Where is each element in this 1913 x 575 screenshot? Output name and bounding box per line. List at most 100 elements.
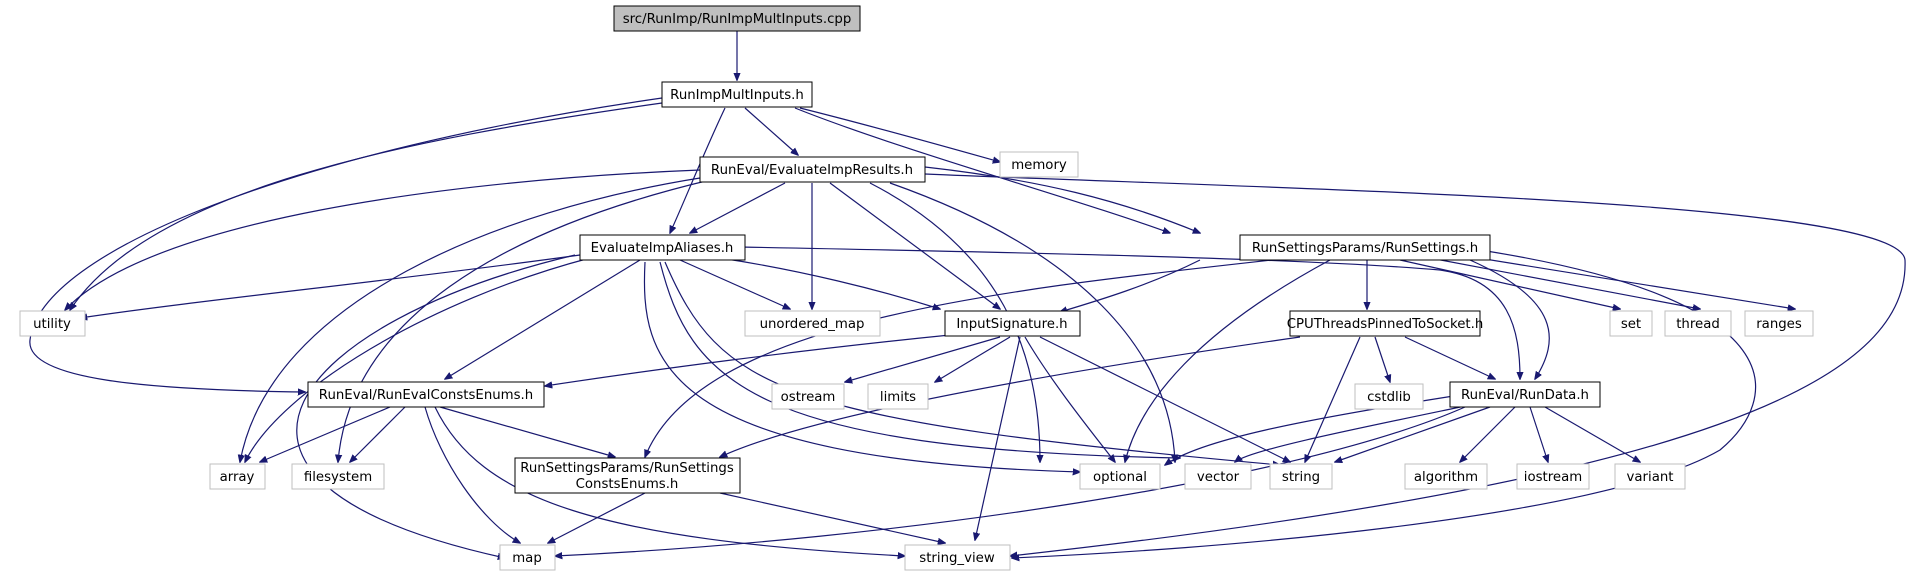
edge-rundata-to-algorithm — [1460, 406, 1516, 462]
edge-runevalconstsenums-to-filesystem — [350, 406, 406, 462]
edge-runevalconstsenums-to-array — [260, 406, 391, 462]
node-ranges[interactable]: ranges — [1744, 310, 1814, 337]
edge-runsettingsconstsenums-to-string_view — [719, 492, 945, 543]
node-root-file[interactable]: src/RunImp/RunImpMultInputs.cpp — [613, 5, 861, 32]
edge-runsettings-to-rundata — [1469, 259, 1550, 379]
edge-evaluateimpaliases-to-map — [296, 254, 576, 558]
edge-rundata-to-variant — [1544, 406, 1640, 462]
edge-evaluateimpaliases-to-string — [664, 261, 1280, 465]
node-runevalconstsenums-label: RunEval/RunEvalConstsEnums.h — [319, 388, 533, 403]
node-cstdlib[interactable]: cstdlib — [1354, 383, 1424, 410]
node-iostream-label: iostream — [1524, 470, 1582, 485]
edge-evaluateimpaliases-to-unordered_map — [679, 259, 790, 309]
node-ranges-label: ranges — [1756, 317, 1802, 332]
edge-evaluateimpaliases-to-optional — [643, 261, 1080, 472]
edge-evaluateimpresults-to-vector — [889, 182, 1175, 462]
node-evaluateimpresults-label: RunEval/EvaluateImpResults.h — [711, 163, 913, 178]
edge-runimpmultinputs-to-evaluateimpresults — [744, 107, 798, 155]
node-inputsignature-label: InputSignature.h — [956, 317, 1067, 332]
node-evaluateimpaliases-label: EvaluateImpAliases.h — [591, 241, 734, 256]
node-memory-label: memory — [1011, 158, 1067, 173]
edge-evaluateimpresults-to-optional — [869, 182, 1040, 462]
edge-runsettings-to-inputsignature — [1060, 259, 1201, 312]
node-set-label: set — [1621, 317, 1641, 332]
edge-inputsignature-to-optional — [1024, 336, 1115, 462]
edge-evaluateimpaliases-to-rundata — [739, 246, 1520, 379]
edge-cputhreads-to-rundata — [1404, 336, 1495, 379]
node-set[interactable]: set — [1609, 310, 1653, 337]
edge-evaluateimpresults-to-array — [240, 177, 701, 462]
node-inputsignature[interactable]: InputSignature.h — [944, 310, 1081, 337]
edge-evaluateimpresults-to-evaluateimpaliases — [690, 182, 786, 233]
node-runsettingsconstsenums-label-line-1: RunSettingsParams/RunSettings — [520, 461, 734, 476]
node-runimpmultinputs[interactable]: RunImpMultInputs.h — [661, 81, 813, 108]
node-variant-label: variant — [1627, 470, 1674, 485]
edge-cputhreads-to-cstdlib — [1374, 336, 1390, 382]
edge-rundata-to-vector — [1235, 404, 1471, 462]
edge-inputsignature-to-string_view — [975, 336, 1021, 540]
edge-rundata-to-iostream — [1529, 406, 1548, 462]
node-runevalconstsenums[interactable]: RunEval/RunEvalConstsEnums.h — [307, 381, 545, 408]
node-string-label: string — [1282, 470, 1320, 485]
node-string-view[interactable]: string_view — [904, 544, 1011, 571]
node-filesystem[interactable]: filesystem — [291, 463, 385, 490]
node-cstdlib-label: cstdlib — [1367, 390, 1411, 405]
node-root-file-label: src/RunImp/RunImpMultInputs.cpp — [623, 12, 852, 27]
edge-evaluateimpresults-to-string_view — [924, 173, 1906, 556]
edge-rundata-to-map — [555, 406, 1466, 556]
edge-runsettings-to-optional — [1125, 259, 1331, 462]
node-runsettingsconstsenums-label-line-2: ConstsEnums.h — [576, 477, 679, 492]
edge-runsettings-to-set — [1399, 259, 1620, 309]
node-limits-label: limits — [880, 390, 916, 405]
edge-runevalconstsenums-to-map — [424, 406, 520, 543]
edge-runimpmultinputs-to-memory — [799, 107, 1000, 162]
node-variant[interactable]: variant — [1614, 463, 1686, 490]
node-evaluateimpaliases[interactable]: EvaluateImpAliases.h — [579, 234, 746, 261]
node-evaluateimpresults[interactable]: RunEval/EvaluateImpResults.h — [699, 156, 926, 183]
node-optional[interactable]: optional — [1079, 463, 1161, 490]
node-algorithm[interactable]: algorithm — [1404, 463, 1488, 490]
nodes: src/RunImp/RunImpMultInputs.cpp RunImpMu… — [19, 5, 1814, 571]
node-ostream-label: ostream — [781, 390, 836, 405]
node-ostream[interactable]: ostream — [771, 383, 845, 410]
node-memory[interactable]: memory — [999, 151, 1079, 178]
node-unordered-map-label: unordered_map — [760, 317, 865, 332]
node-runsettings[interactable]: RunSettingsParams/RunSettings.h — [1239, 234, 1491, 261]
node-rundata[interactable]: RunEval/RunData.h — [1449, 381, 1601, 408]
node-vector[interactable]: vector — [1184, 463, 1252, 490]
node-map[interactable]: map — [499, 544, 556, 571]
edge-evaluateimpaliases-to-utility — [80, 254, 581, 318]
edge-evaluateimpresults-to-utility — [65, 169, 701, 310]
node-utility-label: utility — [33, 317, 71, 332]
node-runimpmultinputs-label: RunImpMultInputs.h — [670, 88, 804, 103]
node-thread-label: thread — [1676, 317, 1720, 332]
node-iostream[interactable]: iostream — [1516, 463, 1590, 490]
edge-evaluateimpaliases-to-inputsignature — [719, 257, 940, 309]
node-algorithm-label: algorithm — [1414, 470, 1478, 485]
node-string[interactable]: string — [1269, 463, 1333, 490]
node-runsettings-label: RunSettingsParams/RunSettings.h — [1252, 241, 1478, 256]
node-filesystem-label: filesystem — [304, 470, 372, 485]
node-string-view-label: string_view — [919, 551, 995, 566]
node-unordered-map[interactable]: unordered_map — [744, 310, 881, 337]
node-rundata-label: RunEval/RunData.h — [1461, 388, 1589, 403]
node-utility[interactable]: utility — [19, 310, 86, 337]
edge-evaluateimpaliases-to-vector — [659, 261, 1180, 458]
node-array[interactable]: array — [209, 463, 266, 490]
node-thread[interactable]: thread — [1664, 310, 1732, 337]
edge-inputsignature-to-limits — [935, 336, 1011, 382]
node-array-label: array — [220, 470, 255, 485]
node-cputhreads[interactable]: CPUThreadsPinnedToSocket.h — [1287, 310, 1484, 337]
node-cputhreads-label: CPUThreadsPinnedToSocket.h — [1287, 317, 1484, 332]
edge-runimpmultinputs-to-runevalconstsenums — [29, 97, 663, 392]
edge-runevalconstsenums-to-runsettingsconstsenums — [439, 406, 615, 457]
node-vector-label: vector — [1197, 470, 1240, 485]
edge-runsettings-to-thread — [1429, 257, 1700, 309]
node-limits[interactable]: limits — [867, 383, 929, 410]
edge-evaluateimpaliases-to-runevalconstsenums — [445, 259, 641, 379]
edge-evaluateimpresults-to-runsettings — [924, 166, 1200, 233]
edge-runevalconstsenums-to-string_view — [434, 406, 905, 556]
